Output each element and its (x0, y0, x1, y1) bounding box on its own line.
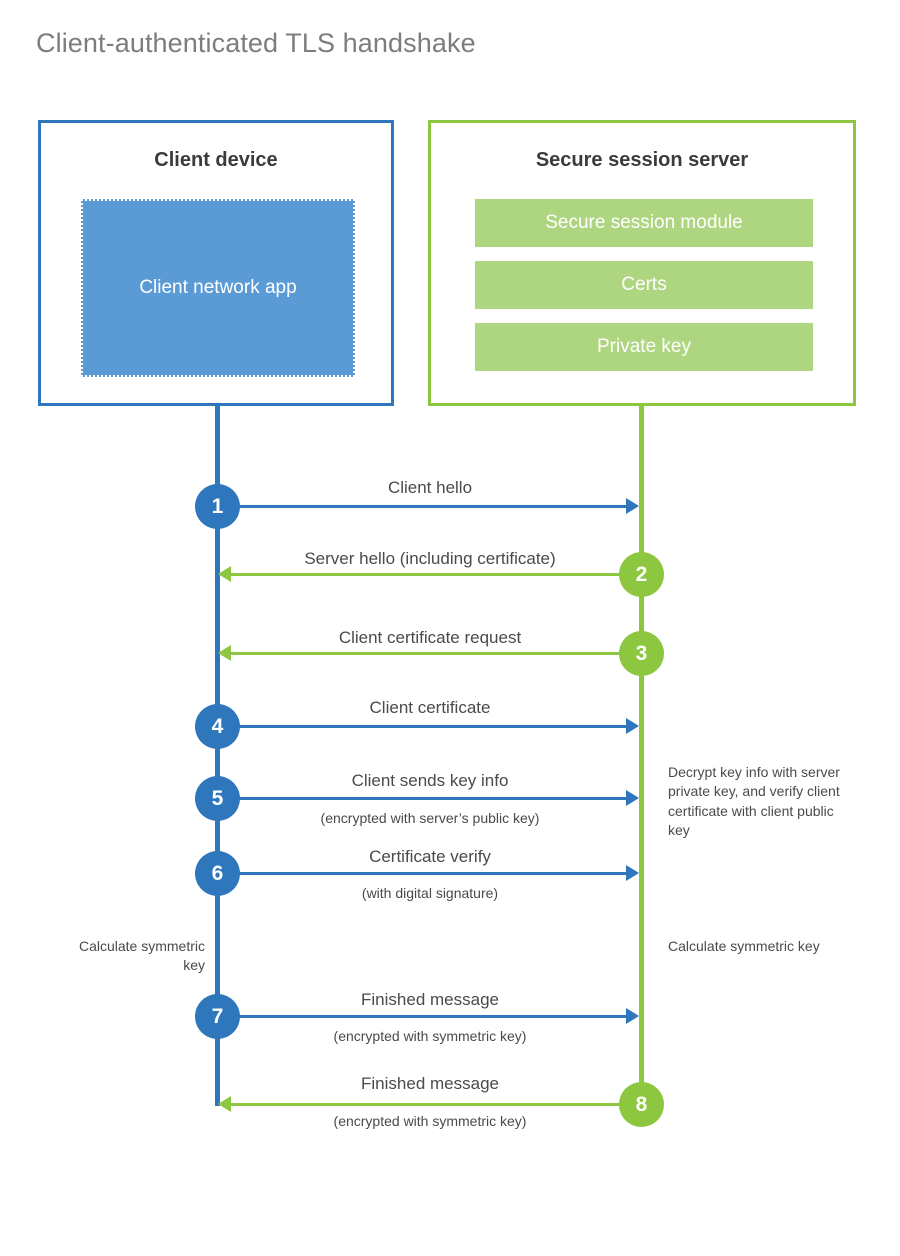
step-2-arrow-line (230, 573, 640, 576)
step-1-arrow-line (218, 505, 631, 508)
step-2-circle[interactable]: 2 (619, 552, 664, 597)
client-lifeline (215, 403, 220, 1106)
secure-session-server-title: Secure session server (535, 149, 749, 171)
step-2-arrow-head (218, 566, 231, 582)
step-8-circle[interactable]: 8 (619, 1082, 664, 1127)
step-2-label: Server hello (including certificate) (304, 549, 556, 568)
step-1-label: Client hello (387, 478, 473, 497)
step-7-arrow-head (626, 1008, 639, 1024)
server-decrypt-note: Decrypt key info with server private key… (668, 764, 840, 838)
step-8-arrow-line (230, 1103, 640, 1106)
step-7-arrow-line (218, 1015, 631, 1018)
step-1-circle[interactable]: 1 (195, 484, 240, 529)
step-7-label: Finished message (361, 990, 499, 1009)
step-3-arrow-line (230, 652, 640, 655)
server-module-list: Secure session module Certs Private key (475, 199, 813, 371)
step-6-arrow-line (218, 872, 631, 875)
step-4-arrow-head (626, 718, 639, 734)
step-4-arrow-line (218, 725, 631, 728)
server-module-certs: Certs (475, 261, 813, 309)
step-6-sublabel: (with digital signature) (361, 885, 499, 901)
client-network-app-block: Client network app (81, 199, 355, 377)
step-6-arrow-head (626, 865, 639, 881)
step-5-sublabel: (encrypted with server’s public key) (320, 810, 540, 826)
step-8-arrow-head (218, 1096, 231, 1112)
server-calculate-symmetric-key-note: Calculate symmetric key (668, 938, 820, 954)
step-3-circle[interactable]: 3 (619, 631, 664, 676)
step-7-sublabel: (encrypted with symmetric key) (333, 1028, 527, 1044)
step-3-arrow-head (218, 645, 231, 661)
step-8-sublabel: (encrypted with symmetric key) (333, 1113, 527, 1129)
secure-session-server-box: Secure session server Secure session mod… (428, 120, 856, 406)
server-lifeline (639, 403, 644, 1105)
step-6-circle[interactable]: 6 (195, 851, 240, 896)
step-5-circle[interactable]: 5 (195, 776, 240, 821)
step-5-arrow-line (218, 797, 631, 800)
step-7-circle[interactable]: 7 (195, 994, 240, 1039)
step-1-arrow-head (626, 498, 639, 514)
client-calculate-symmetric-key-note: Calculate symmetric key (78, 938, 205, 974)
step-5-arrow-head (626, 790, 639, 806)
server-module-secure-session-module: Secure session module (475, 199, 813, 247)
step-6-label: Certificate verify (369, 847, 491, 866)
server-module-private-key: Private key (475, 323, 813, 371)
client-device-box: Client device Client network app (38, 120, 394, 406)
step-5-label: Client sends key info (351, 771, 509, 790)
step-3-label: Client certificate request (338, 628, 522, 647)
page-title: Client-authenticated TLS handshake (36, 28, 476, 58)
client-device-title: Client device (154, 149, 278, 171)
step-4-label: Client certificate (369, 698, 491, 717)
step-4-circle[interactable]: 4 (195, 704, 240, 749)
step-8-label: Finished message (361, 1074, 499, 1093)
